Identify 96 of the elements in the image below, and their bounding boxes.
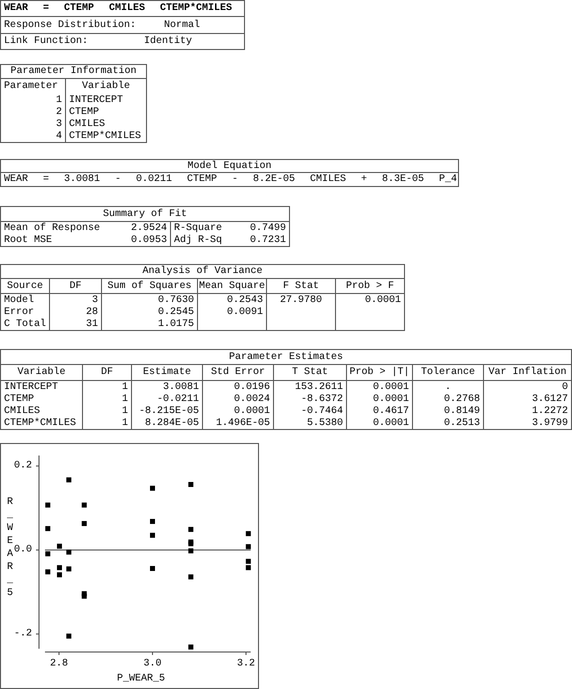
equation-text: WEAR = 3.0081 - 0.0211 CTEMP - 8.2E-05 CMILES + 8.3E-05 P_4 xyxy=(4,174,458,185)
table-value: -0.7464 xyxy=(300,406,343,416)
column-header: DF xyxy=(100,367,113,378)
table-value: 0.7630 xyxy=(158,294,194,306)
table-value: 1 xyxy=(122,406,128,416)
table-value: 1 xyxy=(122,394,128,404)
column-header: Mean Square xyxy=(199,280,266,292)
column-header: DF xyxy=(69,280,82,292)
table-value: 0.2543 xyxy=(226,294,263,306)
table-value: Response Distribution: xyxy=(4,20,136,30)
tick-label: 2.8 xyxy=(50,658,68,670)
column-header: Var Inflation xyxy=(488,367,566,378)
column-header: Std Error xyxy=(210,367,265,378)
column-header: Prob > F xyxy=(346,280,394,292)
table-value: 0.0001 xyxy=(372,382,409,392)
table-value: 0.8149 xyxy=(444,406,480,416)
table-value: Normal xyxy=(164,20,200,30)
tick-label: 3.2 xyxy=(237,658,255,670)
column-header: T Stat xyxy=(292,367,328,378)
column-header: Tolerance xyxy=(420,367,475,378)
tick-label: 0.2 xyxy=(14,460,32,472)
table-value: 1.0175 xyxy=(158,318,194,330)
table-value: CTEMP*CMILES xyxy=(69,130,142,142)
table-title: Parameter Estimates xyxy=(228,352,344,362)
table-value: 0.0001 xyxy=(234,406,270,416)
table-value: Identity xyxy=(144,36,192,47)
column-header: Variable xyxy=(17,367,66,378)
column-header: Prob > |T| xyxy=(350,367,410,378)
table-value: 3.6127 xyxy=(532,394,568,404)
axis-title: R_WEAR_5 xyxy=(6,496,14,600)
table-value: CTEMP xyxy=(69,106,100,118)
column-header: Source xyxy=(6,280,43,292)
table-value: CTEMP xyxy=(4,394,34,404)
table-value: 1 xyxy=(122,418,128,428)
table-title: Summary of Fit xyxy=(102,208,187,220)
table-value: 0.0001 xyxy=(372,418,409,428)
table-value: Link Function: xyxy=(4,36,88,47)
table-value: R-Square xyxy=(174,222,222,234)
table-value: 0.0024 xyxy=(234,394,270,404)
table-value: 2 xyxy=(56,106,62,118)
table-value: 2.9524 xyxy=(130,222,167,234)
table-value: Root MSE xyxy=(4,234,52,246)
table-value: Mean of Response xyxy=(4,222,100,234)
table-value: 0.7231 xyxy=(250,234,286,246)
table-value: Model xyxy=(4,294,34,306)
table-value: 0.2545 xyxy=(158,306,194,318)
column-header: Estimate xyxy=(142,367,191,378)
table-title: Parameter Information xyxy=(10,66,137,77)
tick-label: 0.0 xyxy=(14,544,32,556)
table-value: -8.6372 xyxy=(300,394,343,404)
table-value: INTERCEPT xyxy=(69,94,124,106)
table-value: 0.4617 xyxy=(372,406,409,416)
table-title: Model Equation xyxy=(187,160,272,172)
table-title: Analysis of Variance xyxy=(142,266,263,277)
table-value: CTEMP*CMILES xyxy=(4,418,76,428)
table-value: -8.215E-05 xyxy=(138,406,199,416)
table-value: 0.2768 xyxy=(444,394,480,404)
table-value: 0.2513 xyxy=(444,418,480,428)
table-value: 1.496E-05 xyxy=(216,418,270,428)
column-header: Sum of Squares xyxy=(107,280,192,292)
table-value: 3 xyxy=(56,118,62,130)
table-value: CMILES xyxy=(4,406,40,416)
table-value: 153.2611 xyxy=(294,382,343,392)
table-value: 3.9799 xyxy=(532,418,568,428)
table-value: 1 xyxy=(122,382,128,392)
table-value: CMILES xyxy=(69,118,106,130)
table-value: 3.0081 xyxy=(162,382,199,392)
table-value: 0.0001 xyxy=(364,294,401,306)
table-value: 5.5380 xyxy=(306,418,343,428)
table-value: 31 xyxy=(86,318,98,330)
table-value: 0 xyxy=(562,382,568,392)
tick-label: -.2 xyxy=(14,628,32,640)
axis-title: P_WEAR_5 xyxy=(117,674,165,684)
table-value: Error xyxy=(4,306,34,318)
table-value: 8.284E-05 xyxy=(144,418,199,428)
column-header: Variable xyxy=(82,81,130,92)
table-value: 4 xyxy=(56,130,62,142)
table-value: 0.7499 xyxy=(250,222,286,234)
table-value: 1 xyxy=(56,94,62,106)
table-value: Adj R-Sq xyxy=(174,234,222,246)
table-value: C Total xyxy=(4,318,46,330)
table-value: 0.0091 xyxy=(226,306,263,318)
tick-label: 3.0 xyxy=(144,658,162,670)
table-value: 27.9780 xyxy=(280,294,322,306)
table-value: 0.0001 xyxy=(372,394,409,404)
table-value: INTERCEPT xyxy=(4,382,58,392)
table-value: 0.0196 xyxy=(234,382,270,392)
table-value: 1.2272 xyxy=(532,406,568,416)
table-value: -0.0211 xyxy=(156,394,199,404)
column-header: Parameter xyxy=(4,81,58,92)
table-value: . xyxy=(444,382,451,392)
equation-text: WEAR = CTEMP CMILES CTEMP*CMILES xyxy=(4,3,232,14)
table-value: 0.0953 xyxy=(130,234,167,246)
table-value: 3 xyxy=(92,294,98,306)
table-value: 28 xyxy=(86,306,98,318)
column-header: F Stat xyxy=(282,280,319,292)
